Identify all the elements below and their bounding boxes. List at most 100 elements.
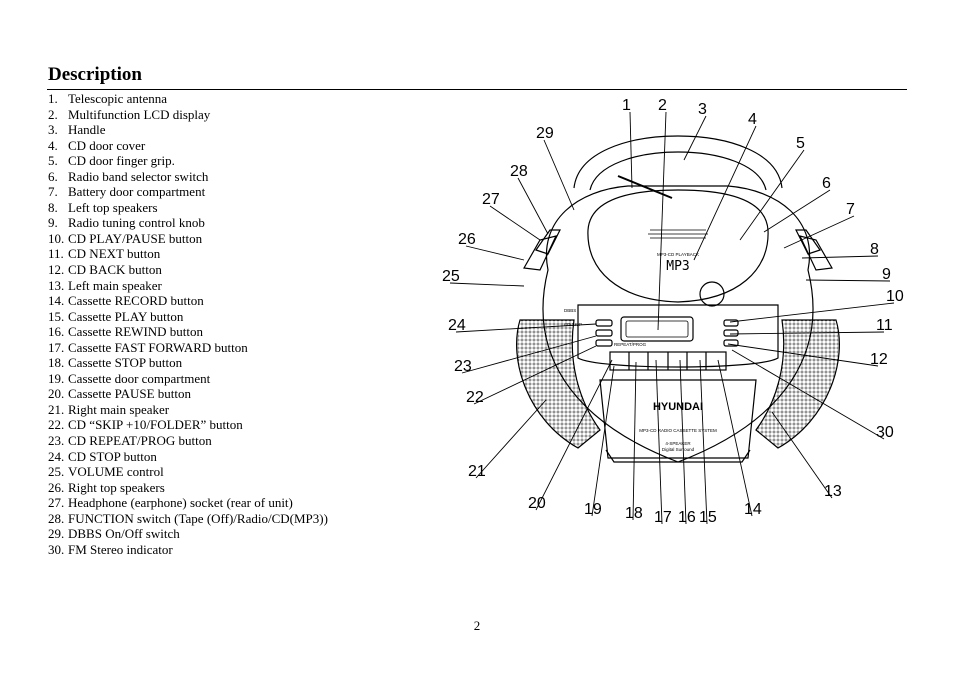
callout-number: 16: [678, 509, 696, 526]
lid-logo: MP3: [666, 259, 689, 274]
callout-leader: [543, 139, 575, 211]
callout-leader: [517, 177, 549, 235]
item-text: CD door finger grip.: [68, 153, 175, 169]
callout-number: 12: [870, 351, 888, 368]
list-item: 27.Headphone (earphone) socket (rear of …: [48, 495, 328, 511]
item-text: CD STOP button: [68, 448, 157, 464]
callout-number: 14: [744, 501, 762, 518]
list-item: 19.Cassette door compartment: [48, 371, 328, 387]
item-number: 25.: [48, 464, 65, 480]
callout-number: 26: [458, 231, 476, 248]
section-heading: Description: [48, 64, 142, 85]
right-main-speaker: [516, 319, 601, 449]
item-text: Headphone (earphone) socket (rear of uni…: [68, 495, 293, 511]
callout-leader: [731, 349, 885, 440]
item-text: VOLUME control: [68, 464, 164, 480]
item-text: Radio tuning control knob: [68, 215, 205, 231]
callout-number: 3: [698, 101, 707, 118]
cassette-door: [599, 379, 757, 459]
callout-leader: [455, 323, 597, 333]
list-item: 4.CD door cover: [48, 138, 328, 154]
item-text: CD door cover: [68, 137, 146, 153]
callout-leader: [693, 125, 757, 261]
item-number: 18.: [48, 355, 65, 371]
item-number: 28.: [48, 510, 65, 526]
item-text: Handle: [68, 122, 106, 138]
item-number: 12.: [48, 262, 65, 278]
callout-leader: [449, 282, 525, 287]
callout-number: 25: [442, 268, 460, 285]
heading-rule: [47, 89, 907, 90]
item-text: Cassette door compartment: [68, 370, 211, 386]
callout-number: 19: [584, 501, 602, 518]
model-line: MP3-CD RADIO CASSETTE SYSTEM: [639, 428, 717, 433]
callout-number: 24: [448, 317, 466, 334]
item-number: 9.: [48, 215, 58, 231]
item-number: 2.: [48, 106, 58, 122]
callout-leader: [473, 345, 597, 405]
lcd-display: [620, 316, 694, 342]
item-number: 6.: [48, 168, 58, 184]
left-top-speakers: [798, 235, 833, 271]
item-number: 15.: [48, 308, 65, 324]
list-item: 12.CD BACK button: [48, 262, 328, 278]
callout-number: 7: [846, 201, 855, 218]
list-item: 23.CD REPEAT/PROG button: [48, 433, 328, 449]
item-number: 30.: [48, 541, 65, 557]
item-number: 23.: [48, 433, 65, 449]
callout-leader: [489, 205, 541, 241]
callout-leader: [729, 331, 885, 335]
item-text: Cassette PLAY button: [68, 308, 184, 324]
callout-number: 22: [466, 389, 484, 406]
item-text: FUNCTION switch (Tape (Off)/Radio/CD(MP3…: [68, 510, 328, 526]
callout-leader: [465, 245, 525, 261]
item-number: 21.: [48, 401, 65, 417]
callout-leader: [679, 359, 687, 525]
list-item: 7.Battery door compartment: [48, 184, 328, 200]
item-text: Right top speakers: [68, 479, 165, 495]
callout-number: 8: [870, 241, 879, 258]
item-text: Telescopic antenna: [68, 91, 168, 106]
cd-skip-label: CD SKIP: [564, 322, 582, 327]
callout-leader: [655, 359, 663, 525]
callout-number: 21: [468, 463, 486, 480]
callout-leader: [783, 215, 855, 249]
callout-number: 11: [876, 317, 893, 334]
callout-number: 9: [882, 266, 891, 283]
callout-number: 10: [886, 288, 904, 305]
cd-stop-button: [595, 319, 613, 327]
list-item: 26.Right top speakers: [48, 480, 328, 496]
item-text: Left top speakers: [68, 199, 158, 215]
item-text: DBBS On/Off switch: [68, 526, 180, 542]
callout-leader: [461, 335, 597, 374]
item-number: 3.: [48, 122, 58, 138]
item-number: 13.: [48, 277, 65, 293]
item-text: Cassette PAUSE button: [68, 386, 192, 402]
item-number: 22.: [48, 417, 65, 433]
item-text: CD BACK button: [68, 262, 162, 278]
list-item: 13.Left main speaker: [48, 278, 328, 294]
callout-number: 20: [528, 495, 546, 512]
list-item: 2.Multifunction LCD display: [48, 107, 328, 123]
callout-number: 18: [625, 505, 643, 522]
callout-number: 13: [824, 483, 842, 500]
callout-number: 2: [658, 97, 667, 114]
list-item: 15.Cassette PLAY button: [48, 309, 328, 325]
callout-number: 30: [876, 424, 894, 441]
list-item: 22.CD “SKIP +10/FOLDER” button: [48, 417, 328, 433]
speaker-sub: Digital Surround: [662, 447, 695, 452]
callout-number: 23: [454, 358, 472, 375]
cd-door-finger-grip: [699, 281, 725, 307]
item-number: 17.: [48, 339, 65, 355]
callout-number: 4: [748, 111, 757, 128]
callout-leader: [683, 115, 707, 161]
callout-number: 29: [536, 125, 554, 142]
cd-door-cover: [587, 189, 769, 303]
item-number: 16.: [48, 324, 65, 340]
cd-repeat-prog-button: [595, 329, 613, 337]
list-item: 5.CD door finger grip.: [48, 153, 328, 169]
callout-number: 27: [482, 191, 500, 208]
callout-leader: [739, 149, 805, 241]
callout-leader: [657, 111, 667, 331]
callout-leader: [727, 343, 879, 367]
